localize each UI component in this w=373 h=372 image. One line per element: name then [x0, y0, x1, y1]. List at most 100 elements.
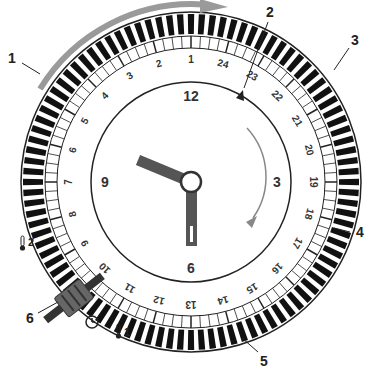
tick-mark — [324, 200, 336, 202]
tick-mark — [102, 66, 109, 76]
timer-tab — [31, 125, 52, 137]
timer-tab — [236, 321, 248, 342]
hand-hub — [181, 172, 201, 192]
hour-number: 1 — [188, 55, 194, 65]
hour-number: 19 — [308, 176, 318, 187]
timer-tab — [166, 15, 175, 36]
tick-mark — [70, 256, 80, 263]
hour-number: 17 — [290, 236, 304, 251]
tick-mark — [302, 101, 312, 108]
tick-mark — [320, 217, 332, 220]
timer-tab — [177, 330, 184, 350]
clock-number: 6 — [187, 261, 195, 275]
tick-mark — [144, 44, 148, 55]
tick-mark — [45, 181, 57, 183]
hour-number: 7 — [64, 179, 74, 185]
tick-mark — [311, 117, 322, 122]
mode-switch — [38, 266, 110, 329]
timer-tab — [35, 236, 56, 249]
tick-mark — [102, 288, 109, 298]
tick-mark — [286, 277, 294, 285]
tick-mark — [292, 86, 301, 94]
tick-mark — [118, 56, 124, 66]
tick-mark — [144, 309, 148, 320]
tick-mark — [324, 163, 336, 165]
tick-mark — [172, 315, 174, 327]
timer-tab — [155, 17, 165, 38]
timer-tab — [333, 135, 354, 146]
hour-number: 3 — [125, 71, 135, 82]
tick-mark — [286, 79, 294, 87]
hour-number: 4 — [99, 90, 110, 101]
tick-mark — [302, 256, 312, 263]
thermometer-icon — [20, 236, 25, 251]
timer-tab — [177, 14, 184, 34]
tick-mark — [110, 293, 117, 303]
timer-tab — [155, 327, 165, 348]
tick-mark — [273, 288, 280, 298]
timer-tab — [339, 168, 359, 175]
callout-number: 5 — [260, 354, 268, 368]
tick-mark — [258, 56, 264, 66]
tick-mark — [273, 66, 280, 76]
timer-tab — [208, 15, 217, 36]
timer-tab — [134, 22, 146, 43]
callout-number: 3 — [351, 33, 359, 47]
tick-mark — [322, 154, 334, 156]
timer-tab — [26, 146, 47, 156]
hour-number: 12 — [153, 294, 166, 307]
tick-mark — [163, 39, 165, 51]
tick-mark — [126, 51, 131, 62]
timer-tab — [144, 324, 155, 345]
tab-ring — [23, 14, 359, 350]
tick-mark — [153, 311, 156, 323]
tick-mark — [53, 225, 64, 229]
hour-number: 20 — [303, 144, 316, 157]
hour-number: 5 — [80, 116, 91, 126]
tick-mark — [81, 270, 90, 278]
tick-mark — [190, 316, 192, 328]
clock-number: 12 — [183, 89, 199, 103]
tick-mark — [46, 200, 58, 202]
tick-mark — [110, 61, 117, 71]
tick-mark — [234, 309, 238, 320]
tick-mark — [217, 39, 219, 51]
tick-mark — [118, 298, 124, 308]
hour-number: 14 — [216, 294, 229, 307]
hour-number: 9 — [80, 238, 91, 248]
tick-mark — [60, 117, 71, 122]
timer-tab — [28, 135, 49, 146]
tick-mark — [242, 47, 247, 58]
callout-number: 1 — [8, 51, 16, 65]
hour-number: 24 — [216, 58, 229, 71]
tick-mark — [56, 233, 67, 238]
tick-mark — [153, 41, 156, 53]
tick-mark — [199, 36, 201, 48]
direction-arrow — [40, 4, 204, 89]
tick-mark — [250, 302, 255, 313]
tick-mark — [292, 270, 301, 278]
hour-number: 18 — [303, 207, 316, 220]
thermostat-number: 1 — [124, 327, 130, 338]
timer-tab — [188, 330, 194, 350]
hour-number: 2 — [155, 59, 163, 70]
timer-tab — [124, 26, 137, 47]
tick-mark — [325, 181, 337, 183]
clock-face — [91, 82, 291, 282]
timer-tab — [227, 324, 238, 345]
tick-mark — [297, 264, 307, 271]
tick-mark — [50, 144, 62, 147]
tick-mark — [199, 316, 201, 328]
hour-number: 22 — [270, 88, 285, 103]
timer-tab — [134, 321, 146, 342]
tick-mark — [45, 190, 57, 192]
timer-tab — [23, 189, 43, 196]
timer-tab — [337, 157, 358, 166]
timer-tab — [327, 115, 348, 128]
thermostat-number: 2 — [28, 237, 34, 248]
tick-mark — [265, 61, 272, 71]
tick-mark — [81, 86, 90, 94]
hour-number: 16 — [270, 261, 285, 276]
timer-tab — [217, 17, 227, 38]
leader-lines — [22, 22, 350, 352]
